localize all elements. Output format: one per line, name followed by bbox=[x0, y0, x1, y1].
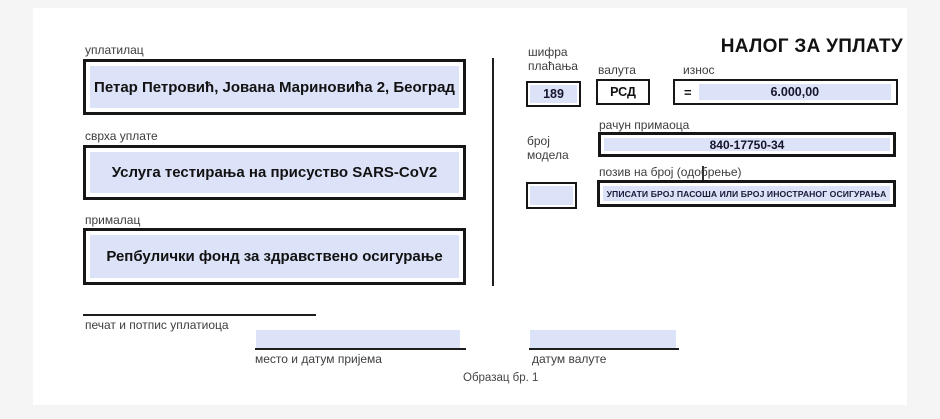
form-panel: НАЛОГ ЗА УПЛАТУ уплатилац Петар Петровић… bbox=[33, 8, 907, 405]
currency-value: РСД bbox=[610, 85, 636, 99]
recipient-account-field[interactable]: 840-17750-34 bbox=[598, 132, 896, 157]
column-divider bbox=[492, 58, 494, 286]
payer-field[interactable]: Петар Петровић, Јована Мариновића 2, Бео… bbox=[83, 59, 466, 115]
model-number-label: број модела bbox=[527, 134, 569, 162]
stamp-signature-line bbox=[83, 314, 316, 316]
form-number: Образац бр. 1 bbox=[463, 372, 539, 384]
amount-label: износ bbox=[683, 63, 715, 77]
payer-label: уплатилац bbox=[85, 43, 144, 57]
amount-value: 6.000,00 bbox=[770, 85, 820, 99]
reference-number-label: позив на број (одобрење) bbox=[599, 165, 742, 179]
amount-field[interactable]: = 6.000,00 bbox=[673, 79, 898, 105]
equals-sign: = bbox=[684, 84, 692, 100]
form-title: НАЛОГ ЗА УПЛАТУ bbox=[720, 36, 903, 57]
currency-field[interactable]: РСД bbox=[596, 79, 650, 105]
reference-number-field[interactable]: УПИСАТИ БРОЈ ПАСОША ИЛИ БРОЈ ИНОСТРАНОГ … bbox=[597, 180, 896, 207]
model-number-field[interactable] bbox=[526, 182, 577, 209]
value-date-field[interactable] bbox=[530, 330, 676, 348]
place-date-receipt-line bbox=[255, 348, 466, 350]
recipient-label: прималац bbox=[85, 213, 141, 227]
recipient-account-label: рачун примаоца bbox=[599, 118, 690, 132]
recipient-account-value: 840-17750-34 bbox=[709, 137, 785, 152]
purpose-label: сврха уплате bbox=[85, 129, 158, 143]
reference-number-value: УПИСАТИ БРОЈ ПАСОША ИЛИ БРОЈ ИНОСТРАНОГ … bbox=[606, 188, 887, 199]
purpose-field[interactable]: Услуга тестирања на присуство SARS-CoV2 bbox=[83, 145, 466, 200]
amount-fill: 6.000,00 bbox=[698, 84, 891, 100]
value-date-line bbox=[529, 348, 679, 350]
recipient-value: Репбулички фонд за здравствено осигурање bbox=[106, 248, 443, 265]
purpose-value: Услуга тестирања на присуство SARS-CoV2 bbox=[111, 164, 438, 181]
recipient-field[interactable]: Репбулички фонд за здравствено осигурање bbox=[83, 228, 466, 285]
currency-label: валута bbox=[598, 63, 636, 77]
payment-code-label: шифра плаћања bbox=[528, 45, 578, 73]
payment-code-value: 189 bbox=[543, 87, 564, 101]
place-date-receipt-field[interactable] bbox=[256, 330, 460, 348]
place-date-receipt-label: место и датум пријема bbox=[255, 352, 382, 366]
text-cursor bbox=[702, 166, 704, 180]
payer-value: Петар Петровић, Јована Мариновића 2, Бео… bbox=[94, 78, 455, 96]
value-date-label: датум валуте bbox=[532, 352, 607, 366]
payment-code-field[interactable]: 189 bbox=[526, 81, 581, 107]
stamp-signature-label: печат и потпис уплатиоца bbox=[85, 318, 229, 332]
